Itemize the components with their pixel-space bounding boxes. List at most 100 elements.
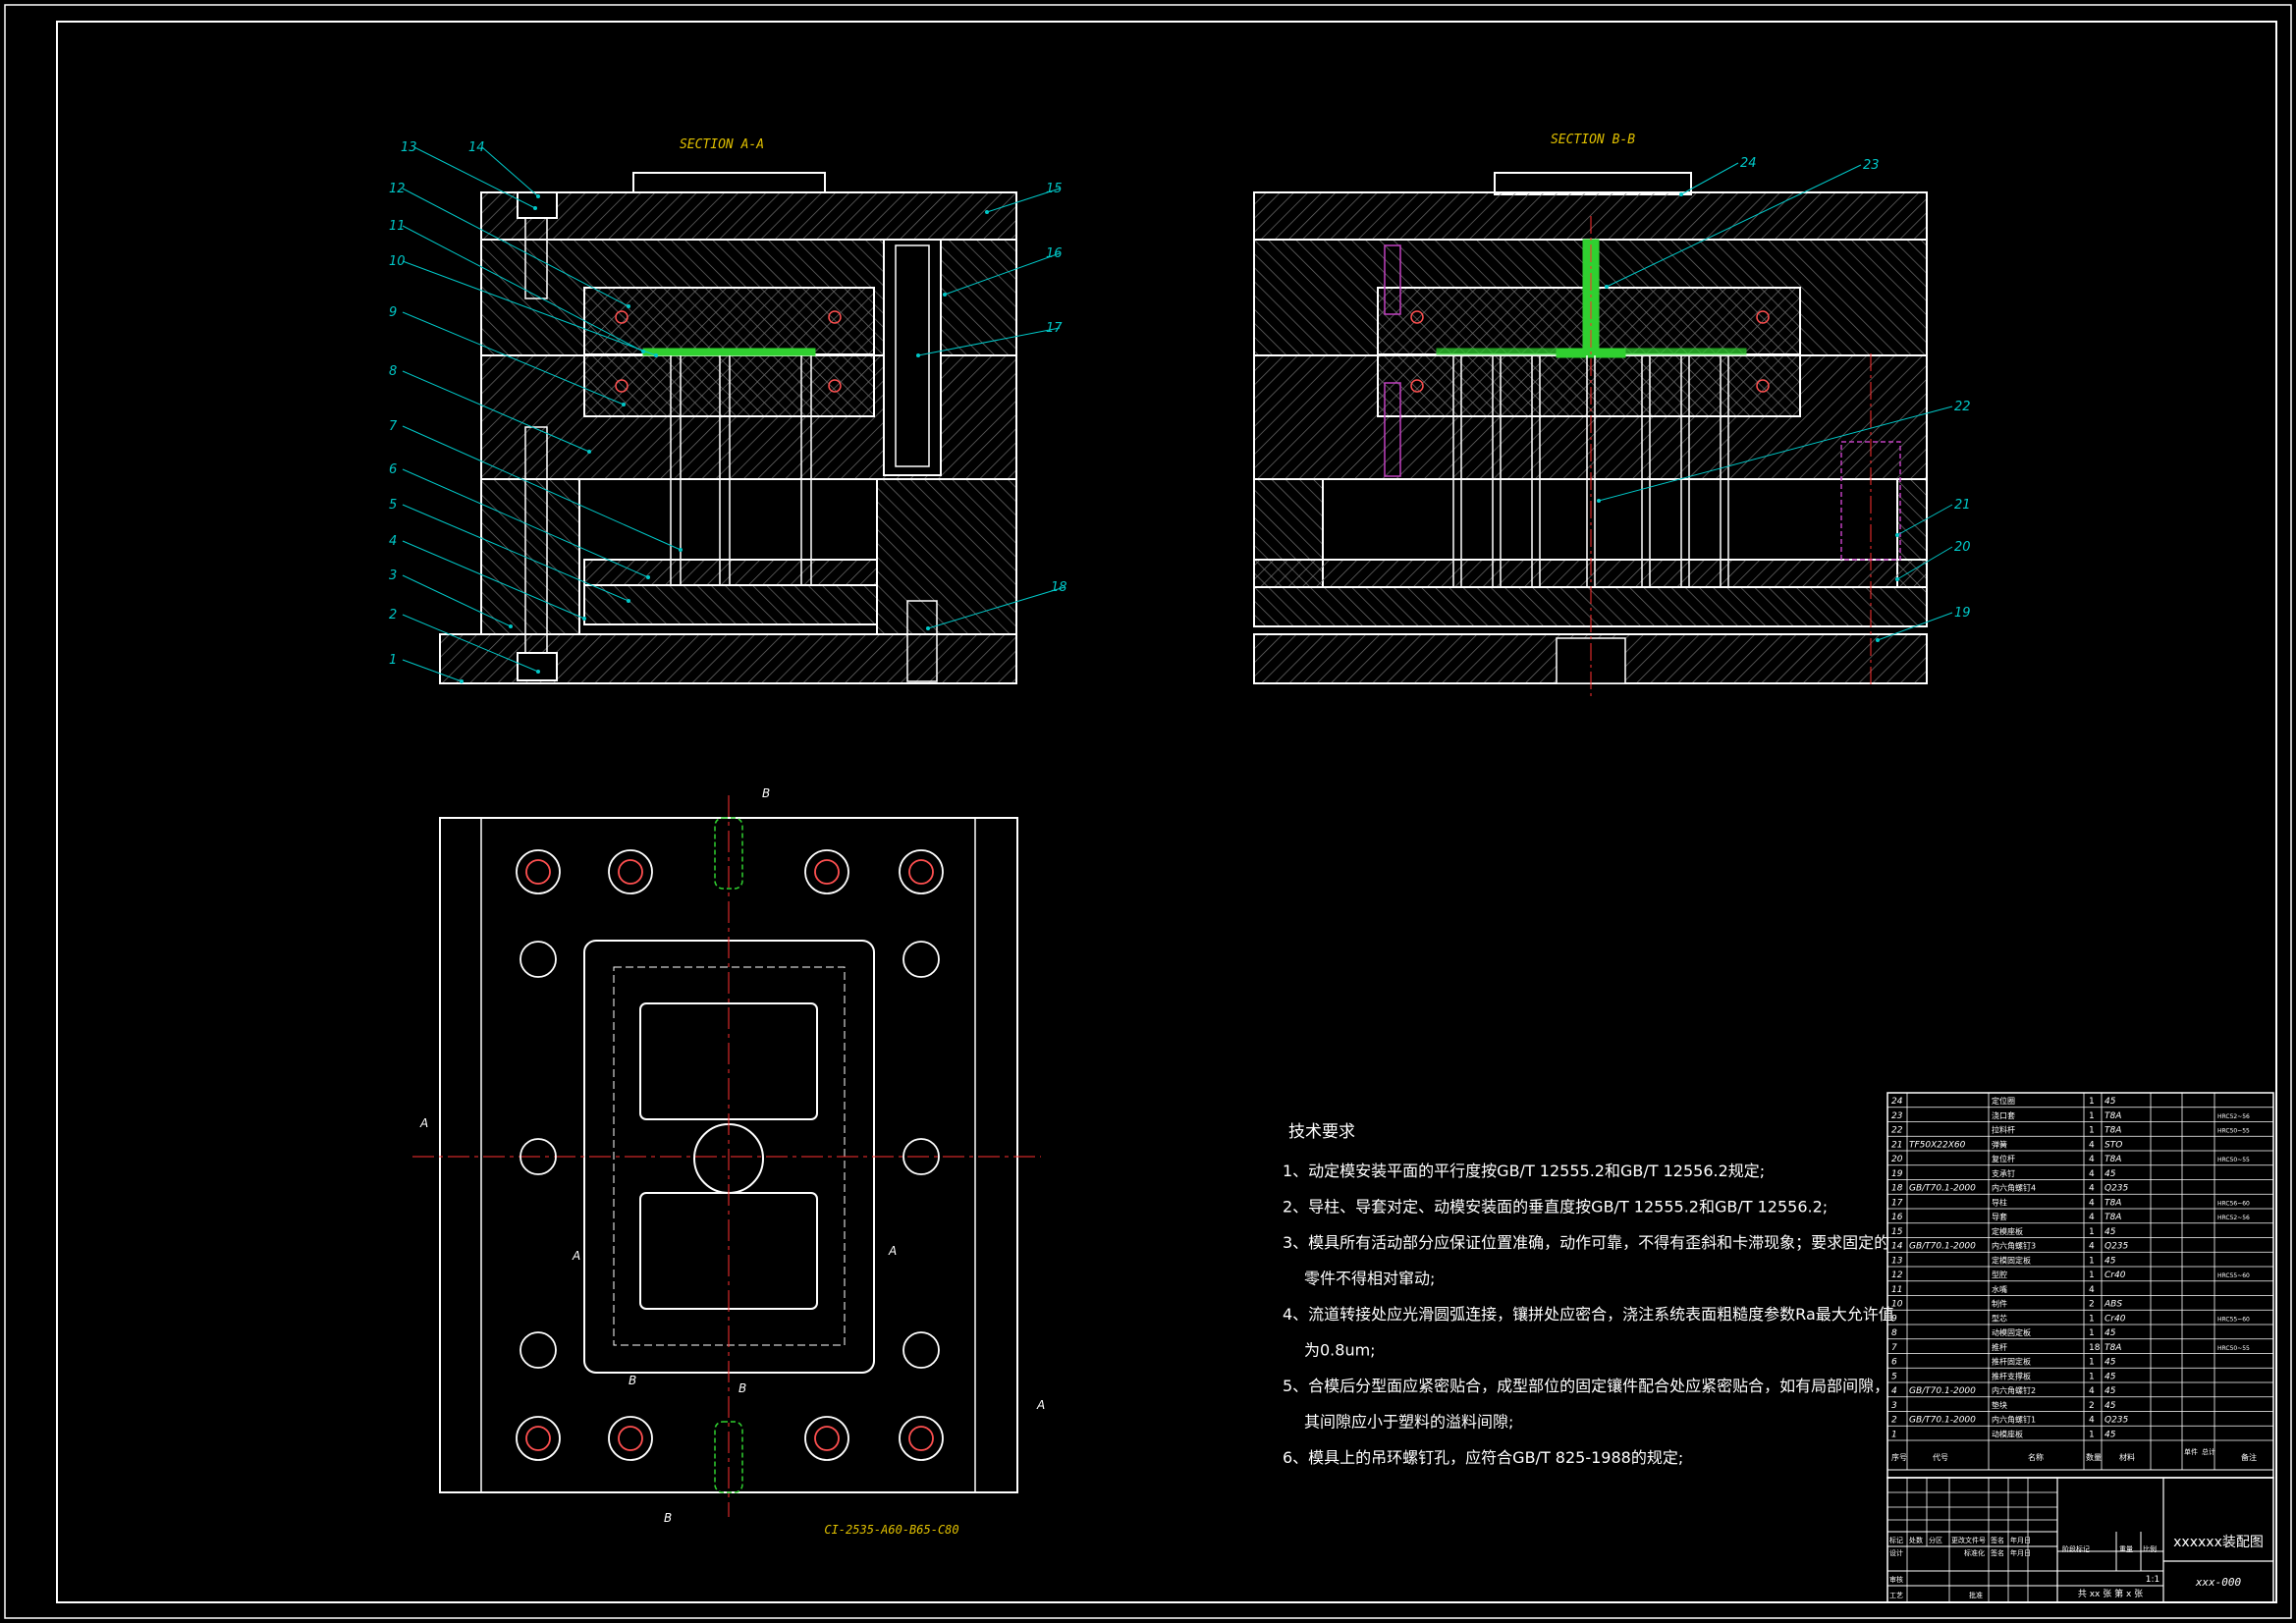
callout-dot: [943, 293, 947, 297]
bom-name: 定位圈: [1992, 1096, 2015, 1106]
bom-material: Q235: [2105, 1242, 2129, 1252]
bom-no: 14: [1891, 1242, 1903, 1252]
callout-label: 19: [1954, 606, 1971, 621]
callout-label: 12: [389, 182, 406, 196]
bom-qty: 1: [2089, 1111, 2095, 1121]
callout-label: 24: [1740, 156, 1757, 171]
tb-cell: 年月日: [2010, 1548, 2031, 1557]
bom-no: 7: [1891, 1343, 1897, 1353]
bom-no: 18: [1891, 1184, 1903, 1194]
tech-item: 其间隙应小于塑料的溢料间隙;: [1304, 1413, 1513, 1432]
callout-dot: [1895, 533, 1899, 537]
section-a-title: SECTION A-A: [680, 137, 764, 152]
cut-label: A: [419, 1116, 428, 1130]
bom-name: 定模座板: [1992, 1226, 2023, 1236]
section-a-view: SECTION A-A: [389, 137, 1067, 684]
spacer-block-left-a: [480, 478, 580, 635]
callout-dot: [641, 350, 645, 353]
callout-dot: [627, 304, 630, 308]
ejector-pins-b: [1452, 355, 1729, 587]
bom-material: 45: [2105, 1328, 2116, 1338]
tech-item: 4、流道转接处应光滑圆弧连接，镶拼处应密合，浇注系统表面粗糙度参数Ra最大允许值: [1283, 1305, 1894, 1324]
bom-note: HRC50~55: [2217, 1157, 2250, 1163]
bom-header-code: 代号: [1933, 1452, 1948, 1462]
plan-holes: [516, 849, 944, 1461]
callout-leader: [402, 225, 644, 352]
callout-dot: [509, 624, 513, 628]
bom-name: 推杆: [1992, 1342, 2007, 1352]
bom-name: 内六角螺钉4: [1992, 1183, 2036, 1193]
bom-header-unit: 单件: [2184, 1447, 2198, 1456]
drawing-name: xxxxxx装配图: [2173, 1535, 2264, 1550]
bom-note: HRC55~60: [2217, 1316, 2250, 1323]
bom-header-qty: 数量: [2086, 1452, 2102, 1462]
bom-no: 11: [1891, 1285, 1902, 1295]
cut-label: B: [738, 1381, 746, 1395]
bom-name: 浇口套: [1992, 1110, 2015, 1120]
bom-material: 45: [2105, 1097, 2116, 1107]
bom-no: 13: [1891, 1256, 1903, 1266]
tech-item: 零件不得相对窜动;: [1304, 1270, 1435, 1288]
bom-name: 内六角螺钉1: [1992, 1415, 2036, 1425]
callout-label: 14: [468, 140, 485, 155]
bom-material: STO: [2105, 1140, 2122, 1150]
bom-qty: 4: [2089, 1285, 2095, 1295]
callout-label: 20: [1954, 540, 1971, 555]
callout-label: 8: [389, 364, 397, 379]
drawing-sheets: 共 xx 张 第 x 张: [2078, 1588, 2143, 1599]
bom-name: 推杆支撑板: [1992, 1371, 2031, 1380]
bom-qty: 1: [2089, 1358, 2095, 1368]
bom-no: 24: [1891, 1097, 1903, 1107]
bom-header-note: 备注: [2241, 1452, 2257, 1462]
bom-qty: 4: [2089, 1198, 2095, 1208]
bom-name: 水嘴: [1992, 1284, 2007, 1294]
bom-note: HRC55~60: [2217, 1272, 2250, 1279]
bom-no: 2: [1891, 1416, 1897, 1426]
bom-name: 定模固定板: [1992, 1255, 2031, 1265]
bom-qty: 1: [2089, 1126, 2095, 1136]
top-clamp-plate-a: [480, 191, 1017, 241]
plan-spec-label: CI-2535-A60-B65-C80: [824, 1523, 958, 1537]
bom-qty: 4: [2089, 1386, 2095, 1396]
screw-2-shank-a: [524, 426, 548, 654]
bom-no: 9: [1891, 1314, 1897, 1324]
plan-guide-bottom: [714, 1421, 743, 1493]
bom-name: 垫块: [1992, 1400, 2007, 1410]
callout-dot: [622, 403, 626, 406]
bom-note: HRC56~60: [2217, 1200, 2250, 1207]
plastic-part-a: [642, 348, 816, 356]
bom-qty: 1: [2089, 1314, 2095, 1324]
guide-pillar-a: [895, 244, 930, 467]
tb-cell: 比例: [2143, 1544, 2157, 1553]
bom-no: 12: [1891, 1271, 1903, 1280]
callout-dot: [916, 353, 920, 357]
tb-cell: 标准化: [1964, 1548, 1985, 1557]
callout-leader: [944, 252, 1061, 296]
ejector-plate-a: [583, 584, 878, 625]
cut-label: A: [1036, 1398, 1045, 1412]
bom-material: 45: [2105, 1256, 2116, 1266]
tb-cell: 重量: [2119, 1545, 2133, 1553]
cut-label: B: [664, 1511, 672, 1525]
tb-cell: 设计: [1889, 1548, 1903, 1557]
tb-cell: 阶段标记: [2062, 1544, 2090, 1553]
callout-dot: [536, 194, 540, 198]
bom-no: 6: [1891, 1358, 1897, 1368]
tech-item: 6、模具上的吊环螺钉孔，应符合GB/T 825-1988的规定;: [1283, 1448, 1683, 1467]
callout-leader: [402, 574, 512, 627]
bom-name: 型芯: [1992, 1313, 2007, 1323]
bom-material: 45: [2105, 1401, 2116, 1411]
bom-material: Q235: [2105, 1184, 2129, 1194]
callout-dot: [582, 617, 586, 621]
section-b-view: SECTION B-B: [1253, 133, 1971, 697]
bom-note: HRC50~55: [2217, 1128, 2250, 1135]
bom-header-no: 序号: [1891, 1452, 1907, 1462]
callout-label: 7: [389, 419, 398, 434]
tb-cell: 审核: [1889, 1575, 1903, 1584]
callout-dot: [679, 548, 683, 552]
tech-item: 3、模具所有活动部分应保证位置准确，动作可靠，不得有歪斜和卡滞现象；要求固定的: [1283, 1233, 1889, 1252]
callout-dot: [1876, 638, 1880, 642]
